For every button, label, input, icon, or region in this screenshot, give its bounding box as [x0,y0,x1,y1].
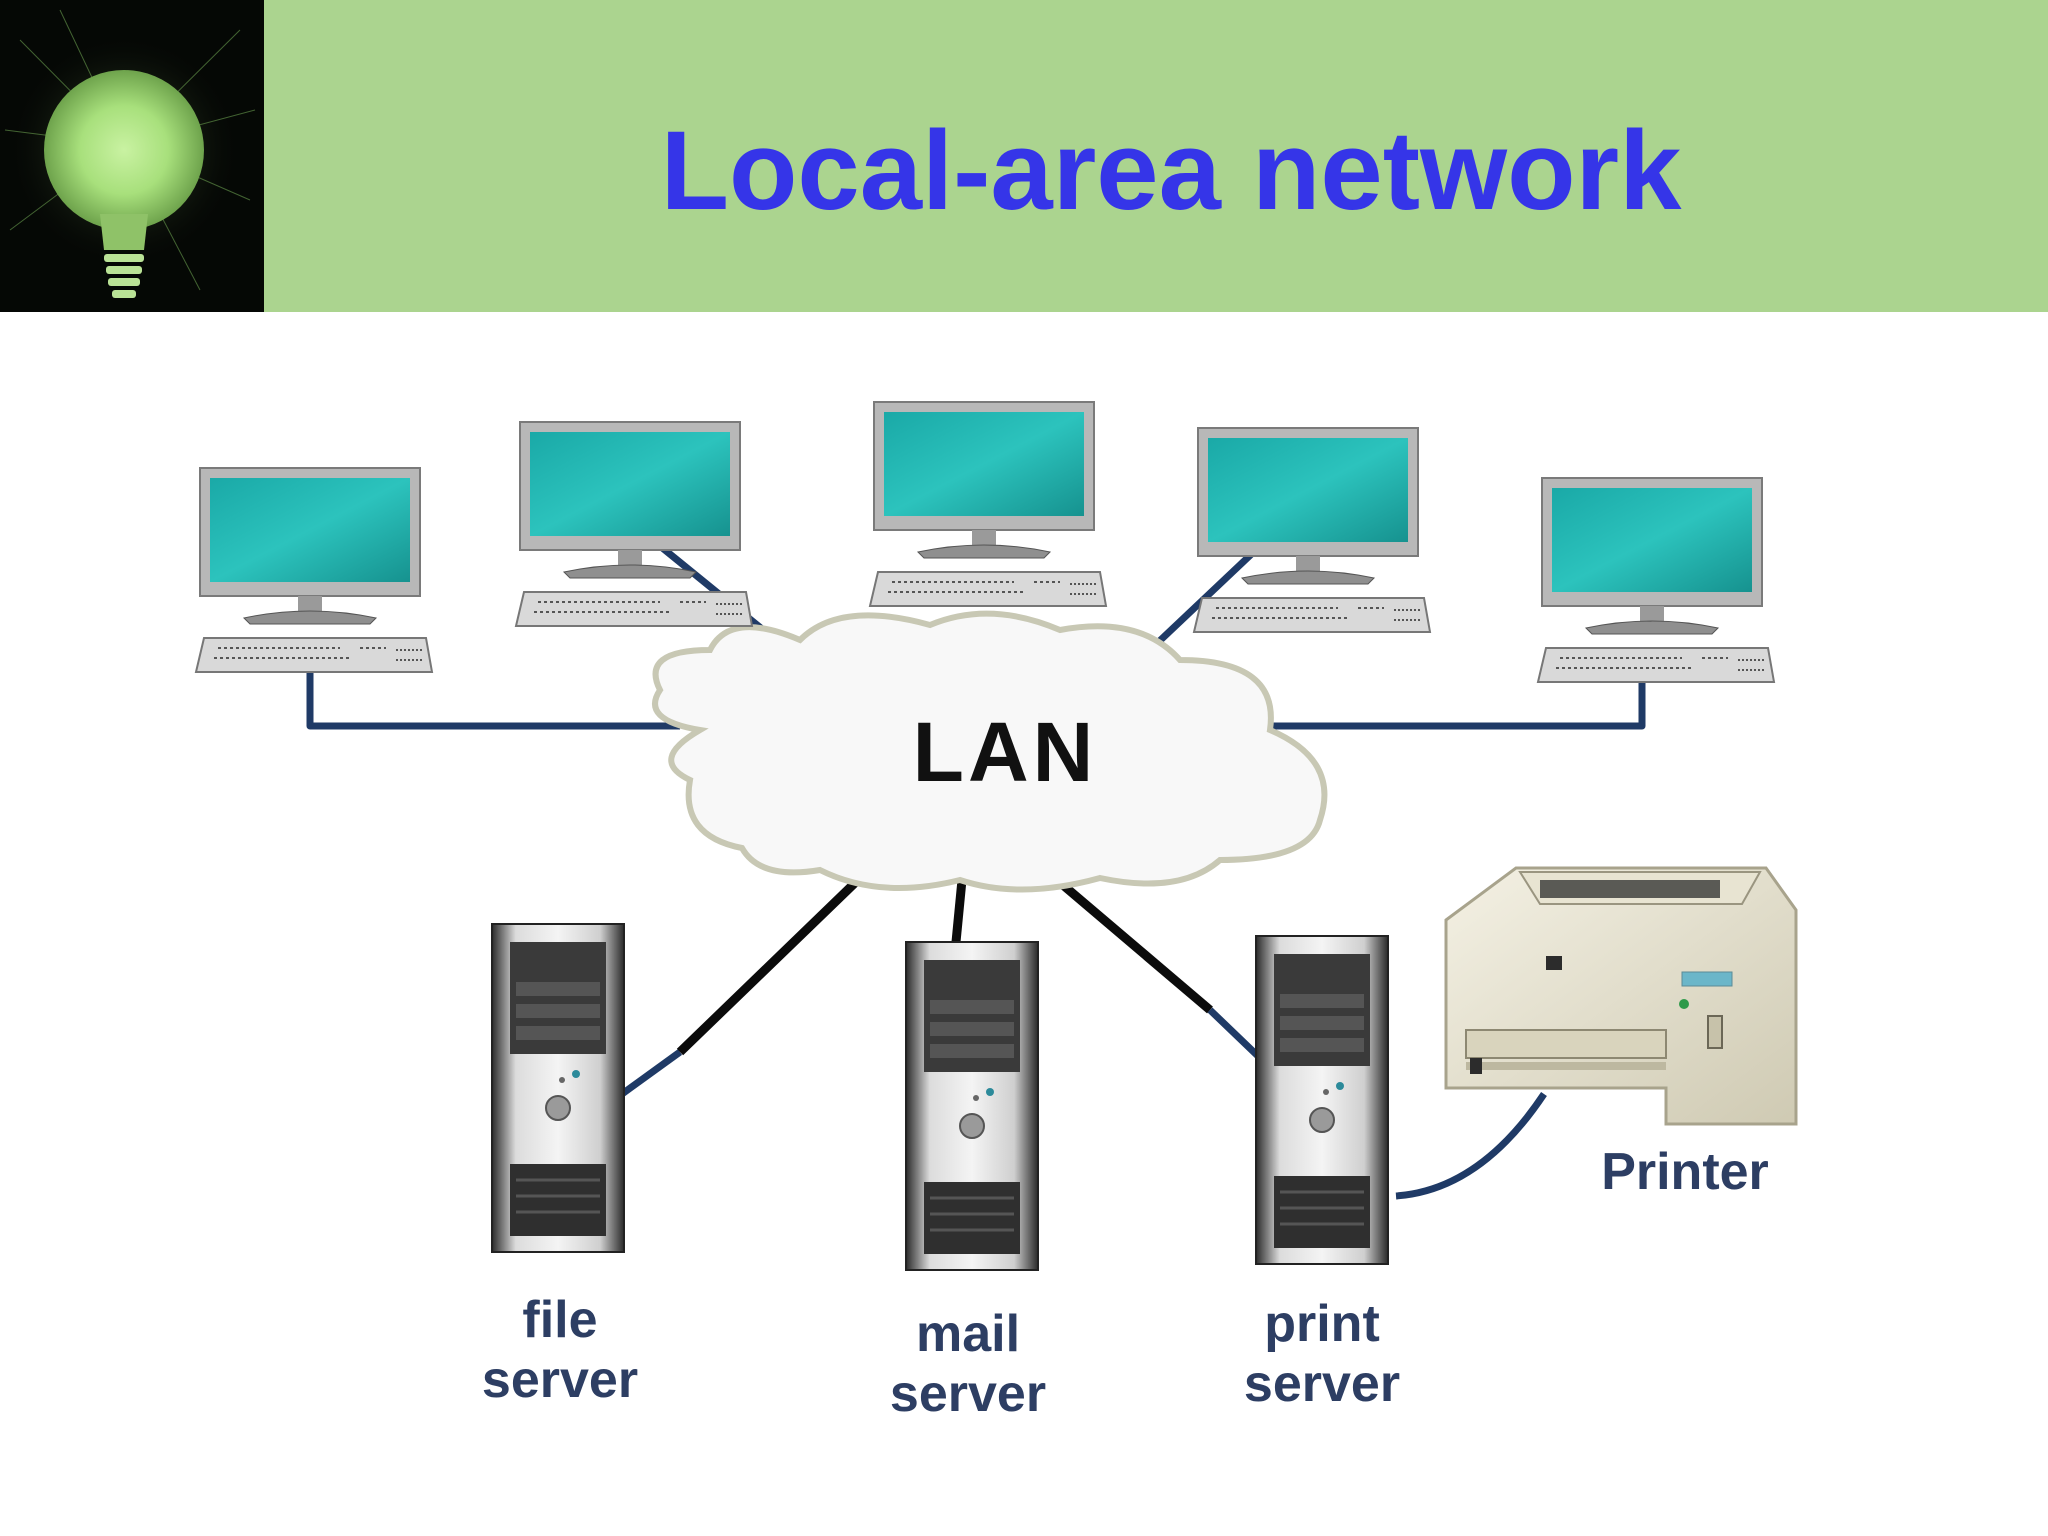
mail-server-label: mail server [848,1304,1088,1424]
printer-label: Printer [1601,1143,1769,1201]
desktop-computer-icon [1193,427,1431,633]
print-server-label: print server [1202,1294,1442,1414]
lan-label: LAN [912,705,1098,799]
desktop-computer-icon [869,401,1107,607]
print-server-line2: server [1243,1355,1401,1413]
desktop-computer-icon [515,421,753,627]
printer-icon [1444,866,1798,1126]
file-server-label: file server [440,1290,680,1410]
print-server-line1: print [1264,1295,1380,1353]
lightbulb-logo [0,0,264,312]
desktop-computer-icon [1537,477,1775,683]
page-title: Local-area network [660,108,1682,233]
desktop-computer-icon [195,467,433,673]
print-server-icon [1254,934,1390,1266]
file-server-line2: server [481,1351,639,1409]
file-server-line1: file [522,1291,598,1349]
mail-server-icon [904,940,1040,1272]
mail-server-line2: server [889,1365,1047,1423]
lan-cloud [652,610,1328,893]
header-band: Local-area network [0,0,2048,312]
file-server-icon [490,922,626,1254]
mail-server-line1: mail [915,1305,1021,1363]
lan-diagram [195,401,1798,1272]
